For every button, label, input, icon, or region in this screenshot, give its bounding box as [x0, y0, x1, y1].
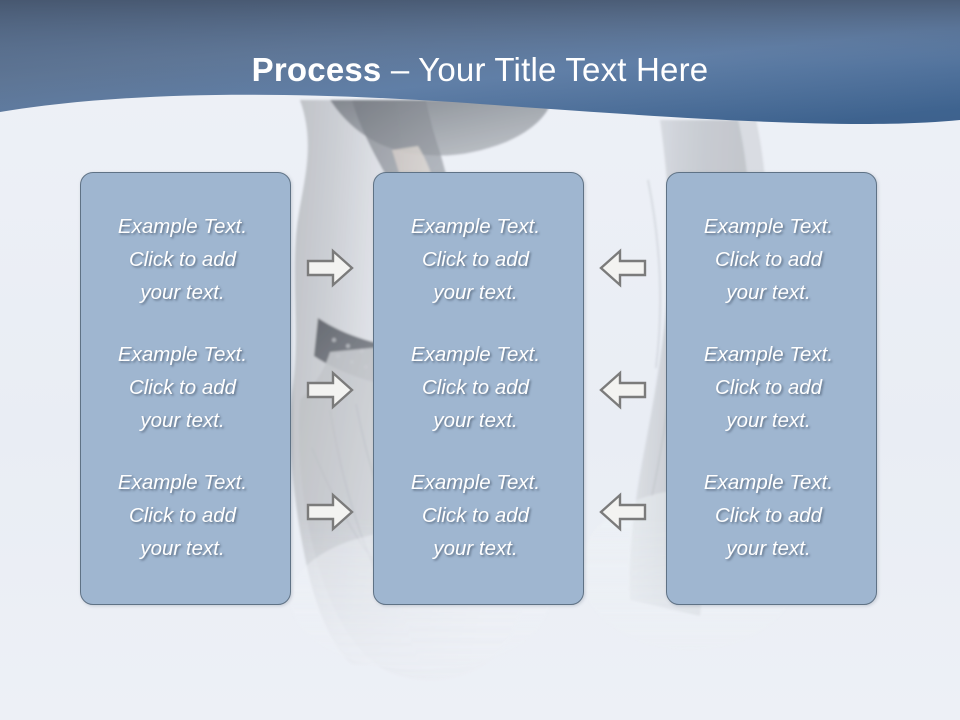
- process-text-1-3[interactable]: Example Text. Click to add your text.: [117, 471, 248, 561]
- right-arrow-icon-row-2: [306, 370, 354, 410]
- header-band: [0, 0, 960, 140]
- process-box-column-3[interactable]: Example Text. Click to add your text. Ex…: [666, 172, 877, 605]
- process-box-column-2[interactable]: Example Text. Click to add your text. Ex…: [373, 172, 584, 605]
- process-text-2-2[interactable]: Example Text. Click to add your text.: [410, 342, 541, 432]
- process-text-2-1[interactable]: Example Text. Click to add your text.: [410, 214, 541, 304]
- process-box-column-1[interactable]: Example Text. Click to add your text. Ex…: [80, 172, 291, 605]
- page-title: Process – Your Title Text Here: [0, 50, 960, 90]
- process-text-3-1[interactable]: Example Text. Click to add your text.: [703, 214, 834, 304]
- process-text-1-1[interactable]: Example Text. Click to add your text.: [117, 214, 248, 304]
- left-arrow-icon-row-2: [599, 370, 647, 410]
- right-arrow-icon-row-3: [306, 492, 354, 532]
- process-text-3-3[interactable]: Example Text. Click to add your text.: [703, 471, 834, 561]
- process-text-2-3[interactable]: Example Text. Click to add your text.: [410, 471, 541, 561]
- left-arrow-icon-row-1: [599, 248, 647, 288]
- process-text-3-2[interactable]: Example Text. Click to add your text.: [703, 342, 834, 432]
- page-title-bold: Process: [251, 51, 382, 88]
- process-text-1-2[interactable]: Example Text. Click to add your text.: [117, 342, 248, 432]
- left-arrow-icon-row-3: [599, 492, 647, 532]
- right-arrow-icon-row-1: [306, 248, 354, 288]
- page-title-rest: – Your Title Text Here: [381, 51, 709, 88]
